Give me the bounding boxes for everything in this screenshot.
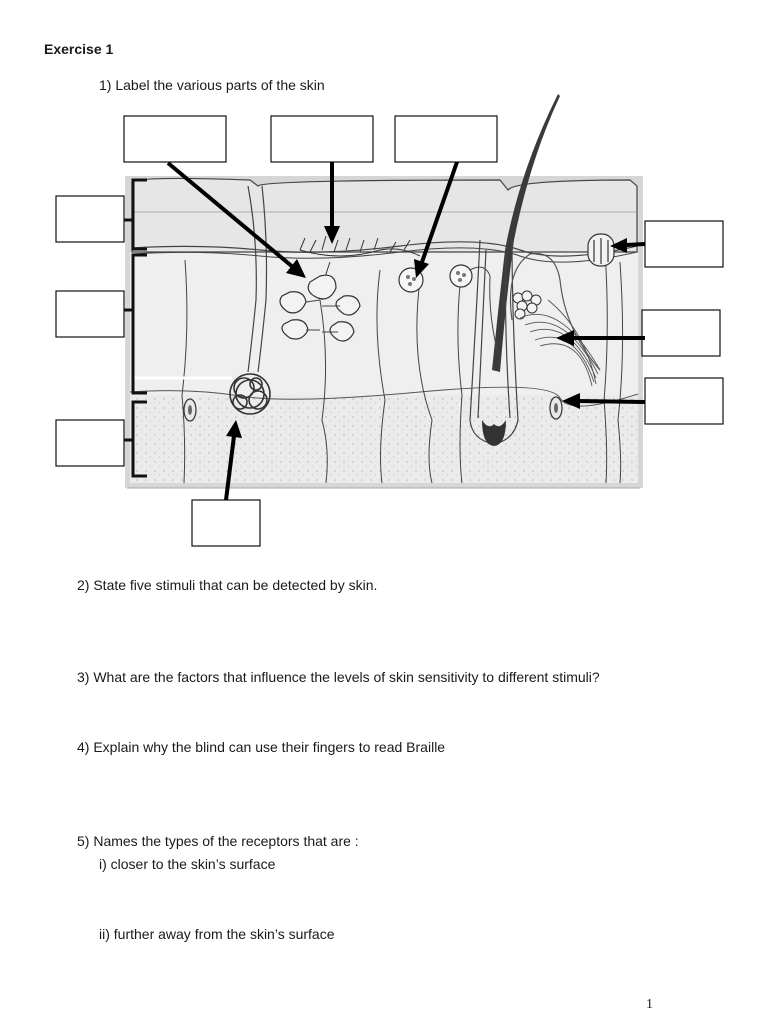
ruffini-corpuscle: [587, 233, 615, 267]
sweat-gland: [229, 373, 271, 415]
question-5: 5) Names the types of the receptors that…: [77, 833, 359, 849]
label-box-right-1: [644, 220, 724, 268]
label-box-bottom: [191, 499, 261, 547]
label-box-top-left: [123, 115, 227, 163]
layer-brackets: [124, 178, 147, 478]
question-4: 4) Explain why the blind can use their f…: [77, 739, 446, 755]
label-box-right-2: [641, 309, 721, 357]
hair-bulb: [482, 420, 506, 446]
question-3: 3) What are the factors that influence t…: [77, 669, 600, 685]
pointer-arrows: [166, 161, 646, 501]
label-box-hypodermis: [55, 419, 125, 467]
sebaceous-gland: [512, 290, 542, 320]
question-5-part-i: i) closer to the skin’s surface: [99, 856, 276, 872]
question-5-part-ii: ii) further away from the skin’s surface: [99, 926, 335, 942]
exercise-title: Exercise 1: [44, 41, 114, 57]
question-1: 1) Label the various parts of the skin: [99, 77, 325, 93]
epidermis-layer: [131, 177, 638, 253]
label-box-dermis: [55, 290, 125, 338]
skin-cross-section-diagram: [55, 94, 724, 547]
dermis-layer: [130, 252, 638, 395]
label-box-right-3: [644, 377, 724, 425]
hair-shaft: [492, 94, 560, 372]
label-box-top-middle: [270, 115, 374, 163]
merkel-discs: [279, 274, 361, 342]
label-boxes: [55, 115, 724, 547]
label-box-epidermis: [55, 195, 125, 243]
page-number: 1: [646, 997, 653, 1012]
sweat-duct: [247, 185, 268, 373]
question-2: 2) State five stimuli that can be detect…: [77, 577, 378, 593]
label-box-top-right: [394, 115, 498, 163]
